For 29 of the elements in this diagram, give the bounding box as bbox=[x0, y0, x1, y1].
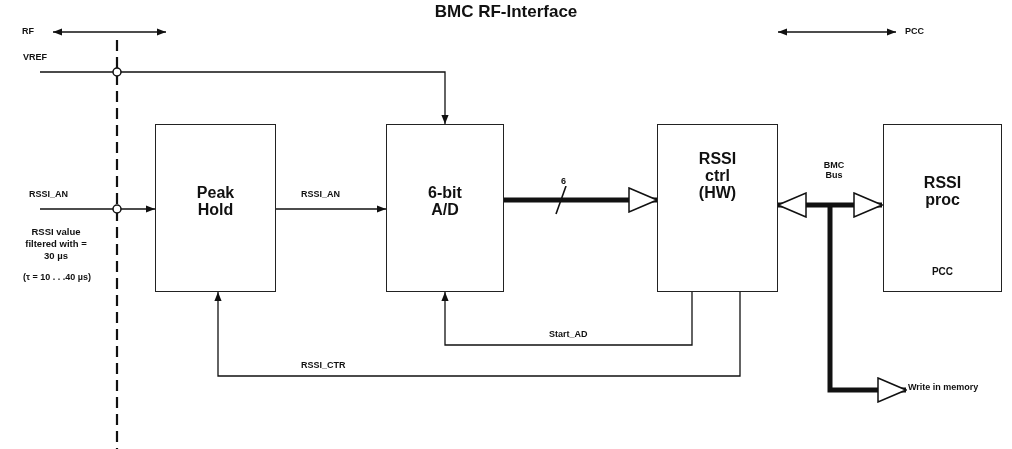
block-box bbox=[883, 124, 1002, 292]
arrow bbox=[275, 205, 387, 213]
output-label: Write in memory bbox=[908, 383, 980, 393]
edge-label: RSSI_CTR bbox=[300, 360, 347, 370]
arrow bbox=[441, 291, 693, 346]
bus-arrow bbox=[777, 192, 883, 218]
diagram-title: BMC RF-Interface bbox=[433, 2, 579, 22]
note-text: RSSI value filtered with = 30 µs bbox=[24, 226, 88, 262]
bus-arrow bbox=[827, 205, 907, 403]
edge-label: VREF bbox=[22, 52, 48, 62]
arrow bbox=[39, 71, 449, 125]
block-title: Peak Hold bbox=[195, 185, 236, 219]
block-box bbox=[657, 124, 778, 292]
edge-label: 6 bbox=[560, 176, 567, 186]
block-title: 6-bit A/D bbox=[427, 185, 463, 219]
edge-label: RSSI_AN bbox=[300, 189, 341, 199]
zone-label: RF bbox=[22, 26, 34, 38]
block-box bbox=[386, 124, 504, 292]
note-text: (τ = 10 . . .40 µs) bbox=[22, 272, 92, 284]
block-note: PCC bbox=[930, 267, 955, 278]
block-box bbox=[155, 124, 276, 292]
arrow bbox=[39, 205, 156, 213]
edge-label: RSSI_AN bbox=[28, 189, 69, 199]
zone-label: PCC bbox=[905, 26, 924, 38]
arrow bbox=[214, 291, 741, 377]
edge-label: Start_AD bbox=[548, 329, 589, 339]
bus-arrow bbox=[504, 187, 658, 213]
block-title: RSSI proc bbox=[922, 175, 963, 209]
block-title: RSSI ctrl (HW) bbox=[697, 151, 738, 202]
